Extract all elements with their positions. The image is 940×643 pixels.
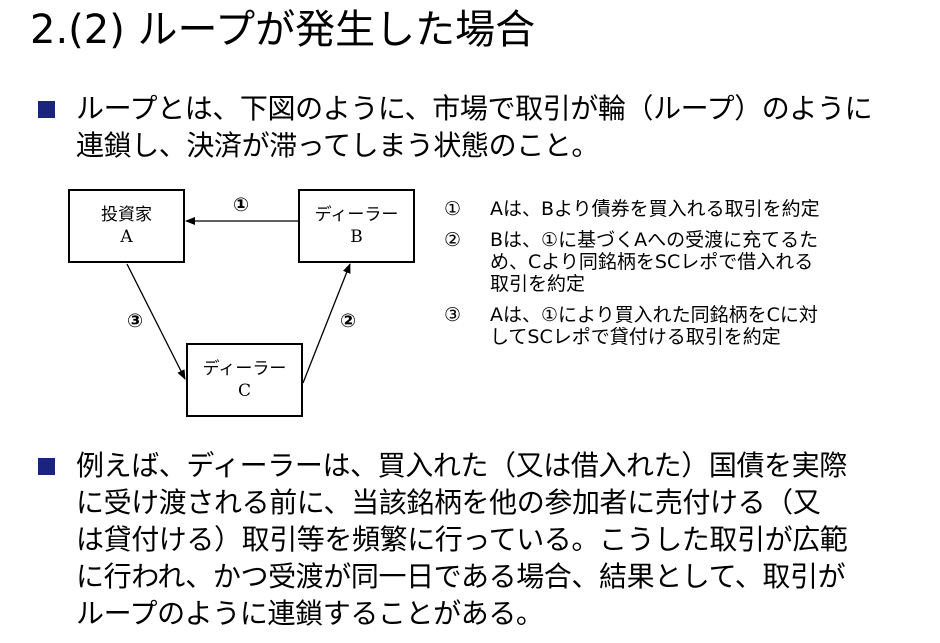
step-item: ③ Aは、①により買入れた同銘柄をCに対 してSCレポで貸付ける取引を約定 <box>444 304 914 348</box>
step-line: Aは、Bより債券を買入れる取引を約定 <box>490 198 820 220</box>
step-item: ② Bは、①に基づくAへの受渡に充てるた め、Cより同銘柄をSCレポで借入れる … <box>444 229 914 295</box>
loop-diagram: 投資家 A ディーラー B ディーラー C ① ② ③ <box>60 183 430 423</box>
node-dealer-c: ディーラー C <box>186 343 303 417</box>
intro-bullet: ループとは、下図のように、市場で取引が輪（ループ）のように 連鎖し、決済が滞って… <box>38 90 918 164</box>
edge-label-1: ① <box>233 194 250 216</box>
step-text: Aは、Bより債券を買入れる取引を約定 <box>490 198 914 220</box>
example-line: に行われ、かつ受渡が同一日である場合、結果として、取引が <box>76 560 846 593</box>
node-investor-a: 投資家 A <box>68 189 185 263</box>
step-line: Aは、①により買入れた同銘柄をCに対 <box>490 304 818 326</box>
node-name: ディーラー <box>202 359 287 379</box>
step-item: ① Aは、Bより債券を買入れる取引を約定 <box>444 198 914 220</box>
example-line: ループのように連鎖することがある。 <box>76 597 544 630</box>
bullet-square-icon <box>38 101 55 118</box>
step-line: してSCレポで貸付ける取引を約定 <box>490 326 781 348</box>
step-line: Bは、①に基づくAへの受渡に充てるた <box>490 229 819 251</box>
intro-line: 連鎖し、決済が滞ってしまう状態のこと。 <box>76 129 600 162</box>
arrow-c-to-b <box>302 263 351 384</box>
step-number: ① <box>444 198 462 220</box>
example-line: に受け渡される前に、当該銘柄を他の参加者に売付ける（又 <box>76 486 821 519</box>
intro-line: ループとは、下図のように、市場で取引が輪（ループ）のように <box>76 92 873 125</box>
edge-label-2: ② <box>340 310 357 332</box>
step-number: ③ <box>444 304 462 326</box>
example-text: 例えば、ディーラーは、買入れた（又は借入れた）国債を実際 に受け渡される前に、当… <box>76 447 918 632</box>
diagram-arrows <box>126 217 351 384</box>
step-list: ① Aは、Bより債券を買入れる取引を約定 ② Bは、①に基づくAへの受渡に充てる… <box>444 198 914 357</box>
step-line: め、Cより同銘柄をSCレポで借入れる <box>490 251 814 273</box>
arrow-a-to-c <box>126 263 186 380</box>
example-bullet: 例えば、ディーラーは、買入れた（又は借入れた）国債を実際 に受け渡される前に、当… <box>38 447 918 632</box>
node-letter: B <box>350 227 363 247</box>
example-line: は貸付ける）取引等を頻繁に行っている。こうした取引が広範 <box>76 523 848 556</box>
step-number: ② <box>444 229 462 251</box>
intro-text: ループとは、下図のように、市場で取引が輪（ループ）のように 連鎖し、決済が滞って… <box>76 90 918 164</box>
bullet-square-icon <box>38 458 55 475</box>
edge-label-3: ③ <box>127 310 144 332</box>
node-dealer-b: ディーラー B <box>298 189 415 263</box>
node-name: 投資家 <box>101 205 152 225</box>
step-line: 取引を約定 <box>490 273 586 295</box>
step-text: Aは、①により買入れた同銘柄をCに対 してSCレポで貸付ける取引を約定 <box>490 304 914 348</box>
step-text: Bは、①に基づくAへの受渡に充てるた め、Cより同銘柄をSCレポで借入れる 取引… <box>490 229 914 295</box>
node-letter: C <box>237 381 251 401</box>
node-letter: A <box>120 227 133 247</box>
page-title: 2.(2) ループが発生した場合 <box>30 7 536 53</box>
example-line: 例えば、ディーラーは、買入れた（又は借入れた）国債を実際 <box>76 449 847 482</box>
node-name: ディーラー <box>314 205 399 225</box>
